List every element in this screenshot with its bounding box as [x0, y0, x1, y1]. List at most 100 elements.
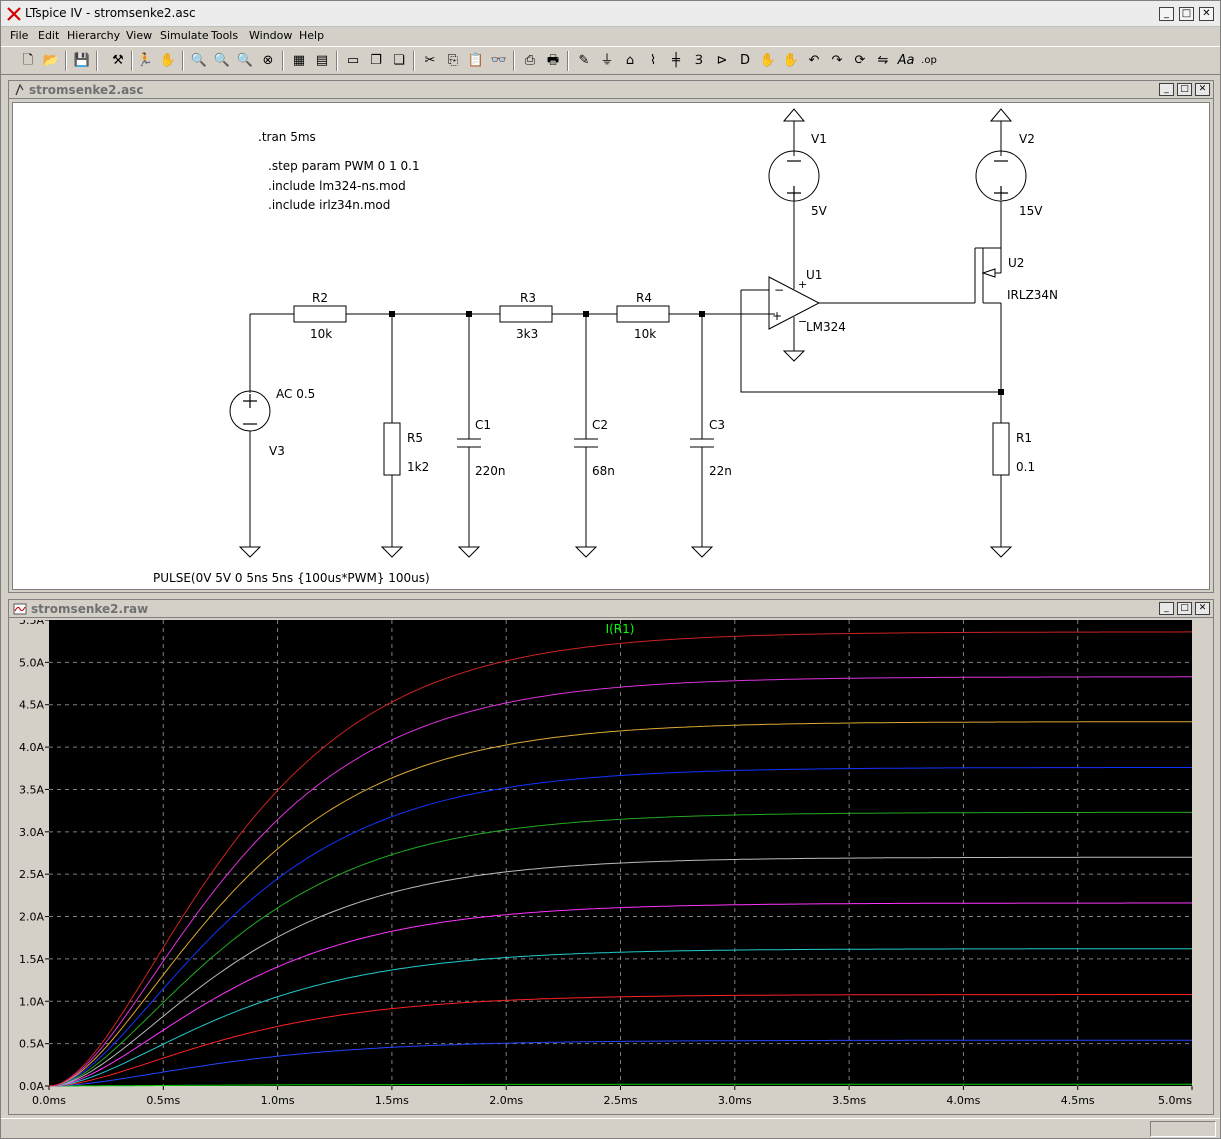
zoom-area-icon[interactable]: 🔍	[213, 53, 231, 68]
waveform-window-caption: stromsenke2.raw _ □ ✕	[9, 600, 1213, 618]
c3-name: C3	[709, 418, 725, 432]
menu-view[interactable]: View	[126, 29, 153, 42]
ground-icon[interactable]: ⏚	[600, 53, 614, 68]
trace-line-10[interactable]	[48, 631, 1192, 1087]
text-icon[interactable]: Aa	[897, 53, 915, 68]
child-minimize-button[interactable]: _	[1159, 83, 1174, 96]
directive-include-irlz34n[interactable]: .include irlz34n.mod	[268, 198, 390, 212]
zoom-out-icon[interactable]: 🔍	[236, 53, 254, 68]
menu-edit[interactable]: Edit	[38, 29, 60, 42]
undo-icon[interactable]: ↶	[808, 53, 820, 68]
redo-icon[interactable]: ↷	[831, 53, 843, 68]
minimize-button[interactable]: _	[1159, 7, 1174, 21]
spice-directive-icon[interactable]: .op	[921, 55, 937, 66]
zoom-fit-icon[interactable]: ⊗	[262, 53, 274, 68]
child-maximize-button[interactable]: □	[1177, 83, 1192, 96]
directive-step[interactable]: .step param PWM 0 1 0.1	[268, 159, 420, 173]
menu-window[interactable]: Window	[249, 29, 293, 42]
trace-line-2[interactable]	[48, 994, 1192, 1087]
v3-name: V3	[269, 444, 285, 458]
toolbar-separator	[65, 51, 67, 71]
trace-line-8[interactable]	[48, 721, 1192, 1087]
y-tick-label: 1.0A	[19, 995, 44, 1008]
control-panel-icon[interactable]: ⚒	[112, 53, 124, 68]
autorange-icon[interactable]: ▦	[292, 53, 306, 68]
y-tick-label: 3.0A	[19, 826, 44, 839]
u1-name: U1	[806, 268, 822, 282]
find-icon[interactable]: 👓	[490, 53, 508, 68]
v2-value: 15V	[1019, 204, 1043, 218]
toolbar-separator	[513, 51, 515, 71]
print-icon[interactable]: 🖶	[546, 53, 560, 68]
cut-icon[interactable]: ✂	[424, 53, 436, 68]
c1-value: 220n	[475, 464, 506, 478]
r1-name: R1	[1016, 431, 1032, 445]
menu-tools[interactable]: Tools	[211, 29, 239, 42]
run-icon[interactable]: 🏃	[136, 53, 154, 68]
drag-icon[interactable]: ✋	[782, 53, 800, 68]
trace-line-6[interactable]	[48, 811, 1192, 1087]
close-button[interactable]: ✕	[1199, 7, 1214, 21]
draw-wire-icon[interactable]: ✎	[578, 53, 590, 68]
v3-value: AC 0.5	[276, 387, 315, 401]
x-tick-label: 3.0ms	[718, 1094, 752, 1107]
trace-line-7[interactable]	[48, 767, 1192, 1087]
trace-line-1[interactable]	[49, 1039, 1192, 1087]
print-setup-icon[interactable]: ⎙	[524, 53, 536, 68]
r2-value: 10k	[310, 327, 332, 341]
paste-icon[interactable]: 📋	[467, 53, 485, 68]
open-icon[interactable]: 📂	[42, 53, 60, 68]
menu-simulate[interactable]: Simulate	[160, 29, 209, 42]
directive-tran[interactable]: .tran 5ms	[258, 130, 316, 144]
component-icon[interactable]: D	[739, 53, 750, 68]
child-close-button[interactable]: ✕	[1195, 602, 1210, 615]
tile-vertical-icon[interactable]: ❏	[393, 53, 405, 68]
trace-line-5[interactable]	[48, 856, 1192, 1087]
inductor-icon[interactable]: Ɜ	[695, 53, 703, 68]
child-minimize-button[interactable]: _	[1159, 602, 1174, 615]
plot-settings-icon[interactable]: ▤	[315, 53, 329, 68]
resistor-icon[interactable]: ⌇	[649, 53, 657, 68]
svg-text:+: +	[798, 278, 807, 291]
mirror-icon[interactable]: ⇋	[877, 53, 889, 68]
child-close-button[interactable]: ✕	[1195, 83, 1210, 96]
c2-value: 68n	[592, 464, 615, 478]
schematic-icon	[15, 83, 24, 96]
schematic-canvas[interactable]: − + + − .tran 5ms .step param PWM 0 1 0.…	[12, 102, 1210, 590]
trace-label-i-r1[interactable]: I(R1)	[606, 622, 635, 636]
capacitor-icon[interactable]: ╪	[672, 53, 680, 68]
menu-file[interactable]: File	[10, 29, 29, 42]
tile-horizontal-icon[interactable]: ▭	[346, 53, 360, 68]
y-tick-label: 1.5A	[19, 953, 44, 966]
new-schematic-icon[interactable]: 🗋	[22, 53, 34, 68]
toolbar-separator	[131, 51, 133, 71]
trace-line-0[interactable]	[49, 1083, 1192, 1087]
schematic-window[interactable]: stromsenke2.asc _ □ ✕	[8, 80, 1214, 593]
rotate-icon[interactable]: ⟳	[854, 53, 866, 68]
directive-include-lm324[interactable]: .include lm324-ns.mod	[268, 179, 406, 193]
toolbar-separator	[96, 51, 98, 71]
pan-hand-icon[interactable]: ✋	[159, 53, 177, 68]
label-net-icon[interactable]: ⌂	[625, 53, 635, 68]
child-maximize-button[interactable]: □	[1177, 602, 1192, 615]
y-tick-label: 5.5A	[19, 620, 44, 627]
cascade-icon[interactable]: ❐	[370, 53, 382, 68]
toolbar: 🗋 📂 💾 ⚒ 🏃 ✋ 🔍 🔍 🔍 ⊗ ▦ ▤ ▭ ❐ ❏ ✂ ⎘ 📋 👓 ⎙ …	[1, 46, 1220, 75]
r3-value: 3k3	[516, 327, 538, 341]
menu-hierarchy[interactable]: Hierarchy	[67, 29, 121, 42]
menu-help[interactable]: Help	[299, 29, 325, 42]
trace-line-3[interactable]	[48, 948, 1192, 1087]
trace-line-4[interactable]	[48, 902, 1192, 1087]
move-icon[interactable]: ✋	[759, 53, 777, 68]
trace-line-9[interactable]	[48, 676, 1192, 1087]
save-icon[interactable]: 💾	[73, 53, 91, 68]
waveform-plot[interactable]: 0.0A0.5A1.0A1.5A2.0A2.5A3.0A3.5A4.0A4.5A…	[12, 614, 1210, 1113]
maximize-button[interactable]: □	[1179, 7, 1194, 21]
zoom-in-icon[interactable]: 🔍	[190, 53, 208, 68]
diode-icon[interactable]: ⊳	[716, 53, 728, 68]
pulse-spec[interactable]: PULSE(0V 5V 0 5ns 5ns {100us*PWM} 100us)	[153, 571, 430, 585]
copy-icon[interactable]: ⎘	[447, 53, 459, 68]
y-tick-label: 4.5A	[19, 699, 44, 712]
